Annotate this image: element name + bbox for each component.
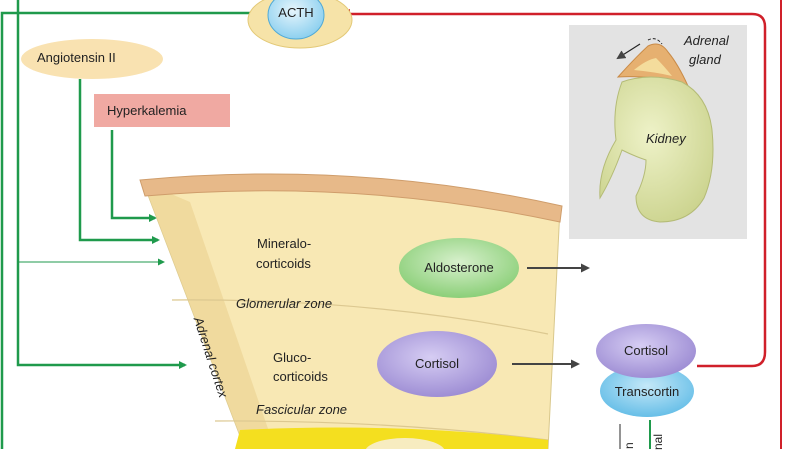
hyperkalemia-label: Hyperkalemia [107, 103, 187, 118]
cortisol-right-label: Cortisol [623, 343, 669, 358]
angiotensin-label: Angiotensin II [37, 50, 116, 65]
mineralocorticoids-label-2: corticoids [256, 256, 311, 271]
cortisol-center-label: Cortisol [414, 356, 460, 371]
glucocorticoids-label-1: Gluco- [273, 350, 312, 365]
angiotensin-node [21, 39, 163, 79]
partial-vertical-text-left: n [622, 442, 636, 449]
cortisol-center-node [377, 331, 497, 397]
adrenal-gland-label-1: Adrenal [684, 33, 729, 48]
acth-node [267, 0, 325, 40]
pointer-arrow [616, 43, 641, 60]
hyperkalemia-node [94, 94, 230, 127]
green-pathway-to-fascicular [16, 0, 187, 369]
kidney-shape [599, 76, 714, 223]
adrenal-gland-label-2: gland [689, 52, 721, 67]
transcortin-label: Transcortin [614, 384, 680, 399]
glomerular-zone-label: Glomerular zone [236, 296, 333, 311]
medulla-cell [365, 438, 445, 449]
adrenal-gland-inner [634, 58, 672, 76]
cortisol-right-node [596, 324, 696, 378]
mineralocorticoids-label-1: Mineralo- [257, 236, 312, 251]
green-arrow-angiotensin [78, 79, 160, 244]
glucocorticoids-label-2: corticoids [273, 369, 328, 384]
zone-boundary-1 [171, 299, 549, 335]
fascicular-zone-label: Fascicular zone [256, 402, 348, 417]
green-arrow-hyperkalemia [110, 130, 157, 222]
green-feedback-line-top [0, 11, 250, 449]
acth-label: ACTH [278, 5, 314, 20]
adrenal-capsule [139, 173, 563, 223]
pointer-dash [647, 38, 663, 45]
kidney-label: Kidney [646, 131, 686, 146]
adrenal-medulla [235, 427, 548, 449]
aldosterone-label: Aldosterone [424, 260, 494, 275]
partial-vertical-text-right: nal [651, 433, 665, 450]
cortex-side-shade [143, 182, 275, 449]
aldosterone-node [399, 238, 519, 298]
red-feedback-line [340, 9, 767, 368]
zone-boundary-2 [214, 420, 549, 441]
transcortin-node [600, 365, 694, 417]
